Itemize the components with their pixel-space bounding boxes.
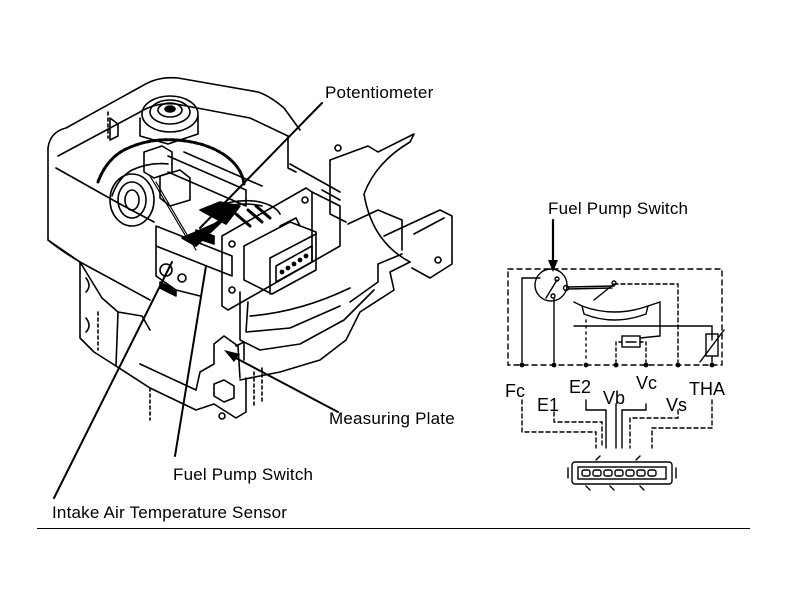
terminal-label-e2: E2 xyxy=(569,377,592,397)
spiral-spring xyxy=(139,95,199,145)
shaft-assembly xyxy=(143,145,263,251)
arrow-measuring-plate xyxy=(224,350,240,362)
terminal-dots xyxy=(519,362,715,368)
terminal-label-fc: Fc xyxy=(505,381,525,401)
schematic-arrowhead xyxy=(548,260,558,272)
label-potentiometer: Potentiometer xyxy=(325,83,434,102)
mounting-brackets xyxy=(79,261,263,421)
label-intake-air-temperature-sensor: Intake Air Temperature Sensor xyxy=(52,503,288,522)
air-duct-body xyxy=(239,133,453,381)
leader-measuring-plate xyxy=(231,355,339,413)
terminal-label-vc: Vc xyxy=(636,373,658,393)
terminal-label-tha: THA xyxy=(689,379,725,399)
terminal-label-vb: Vb xyxy=(603,388,626,408)
harness-connector xyxy=(567,455,677,491)
terminal-label-vs: Vs xyxy=(666,395,688,415)
housing-box xyxy=(47,76,341,301)
label-fuel-pump-switch: Fuel Pump Switch xyxy=(173,465,314,484)
schematic-title: Fuel Pump Switch xyxy=(548,199,689,218)
leader-lines xyxy=(53,102,339,499)
gear xyxy=(96,138,246,227)
harness-wires xyxy=(521,399,713,449)
label-measuring-plate: Measuring Plate xyxy=(329,409,455,428)
leader-potentiometer xyxy=(199,102,323,229)
leader-intake-air-temp xyxy=(53,261,173,499)
potentiometer-block xyxy=(155,199,281,297)
potentiometer-arc xyxy=(580,304,649,321)
terminal-label-e1: E1 xyxy=(537,395,560,415)
arrowheads xyxy=(224,350,240,362)
leader-fuel-pump-switch xyxy=(174,265,207,457)
connector-plug xyxy=(243,217,317,295)
bottom-divider xyxy=(37,528,750,529)
